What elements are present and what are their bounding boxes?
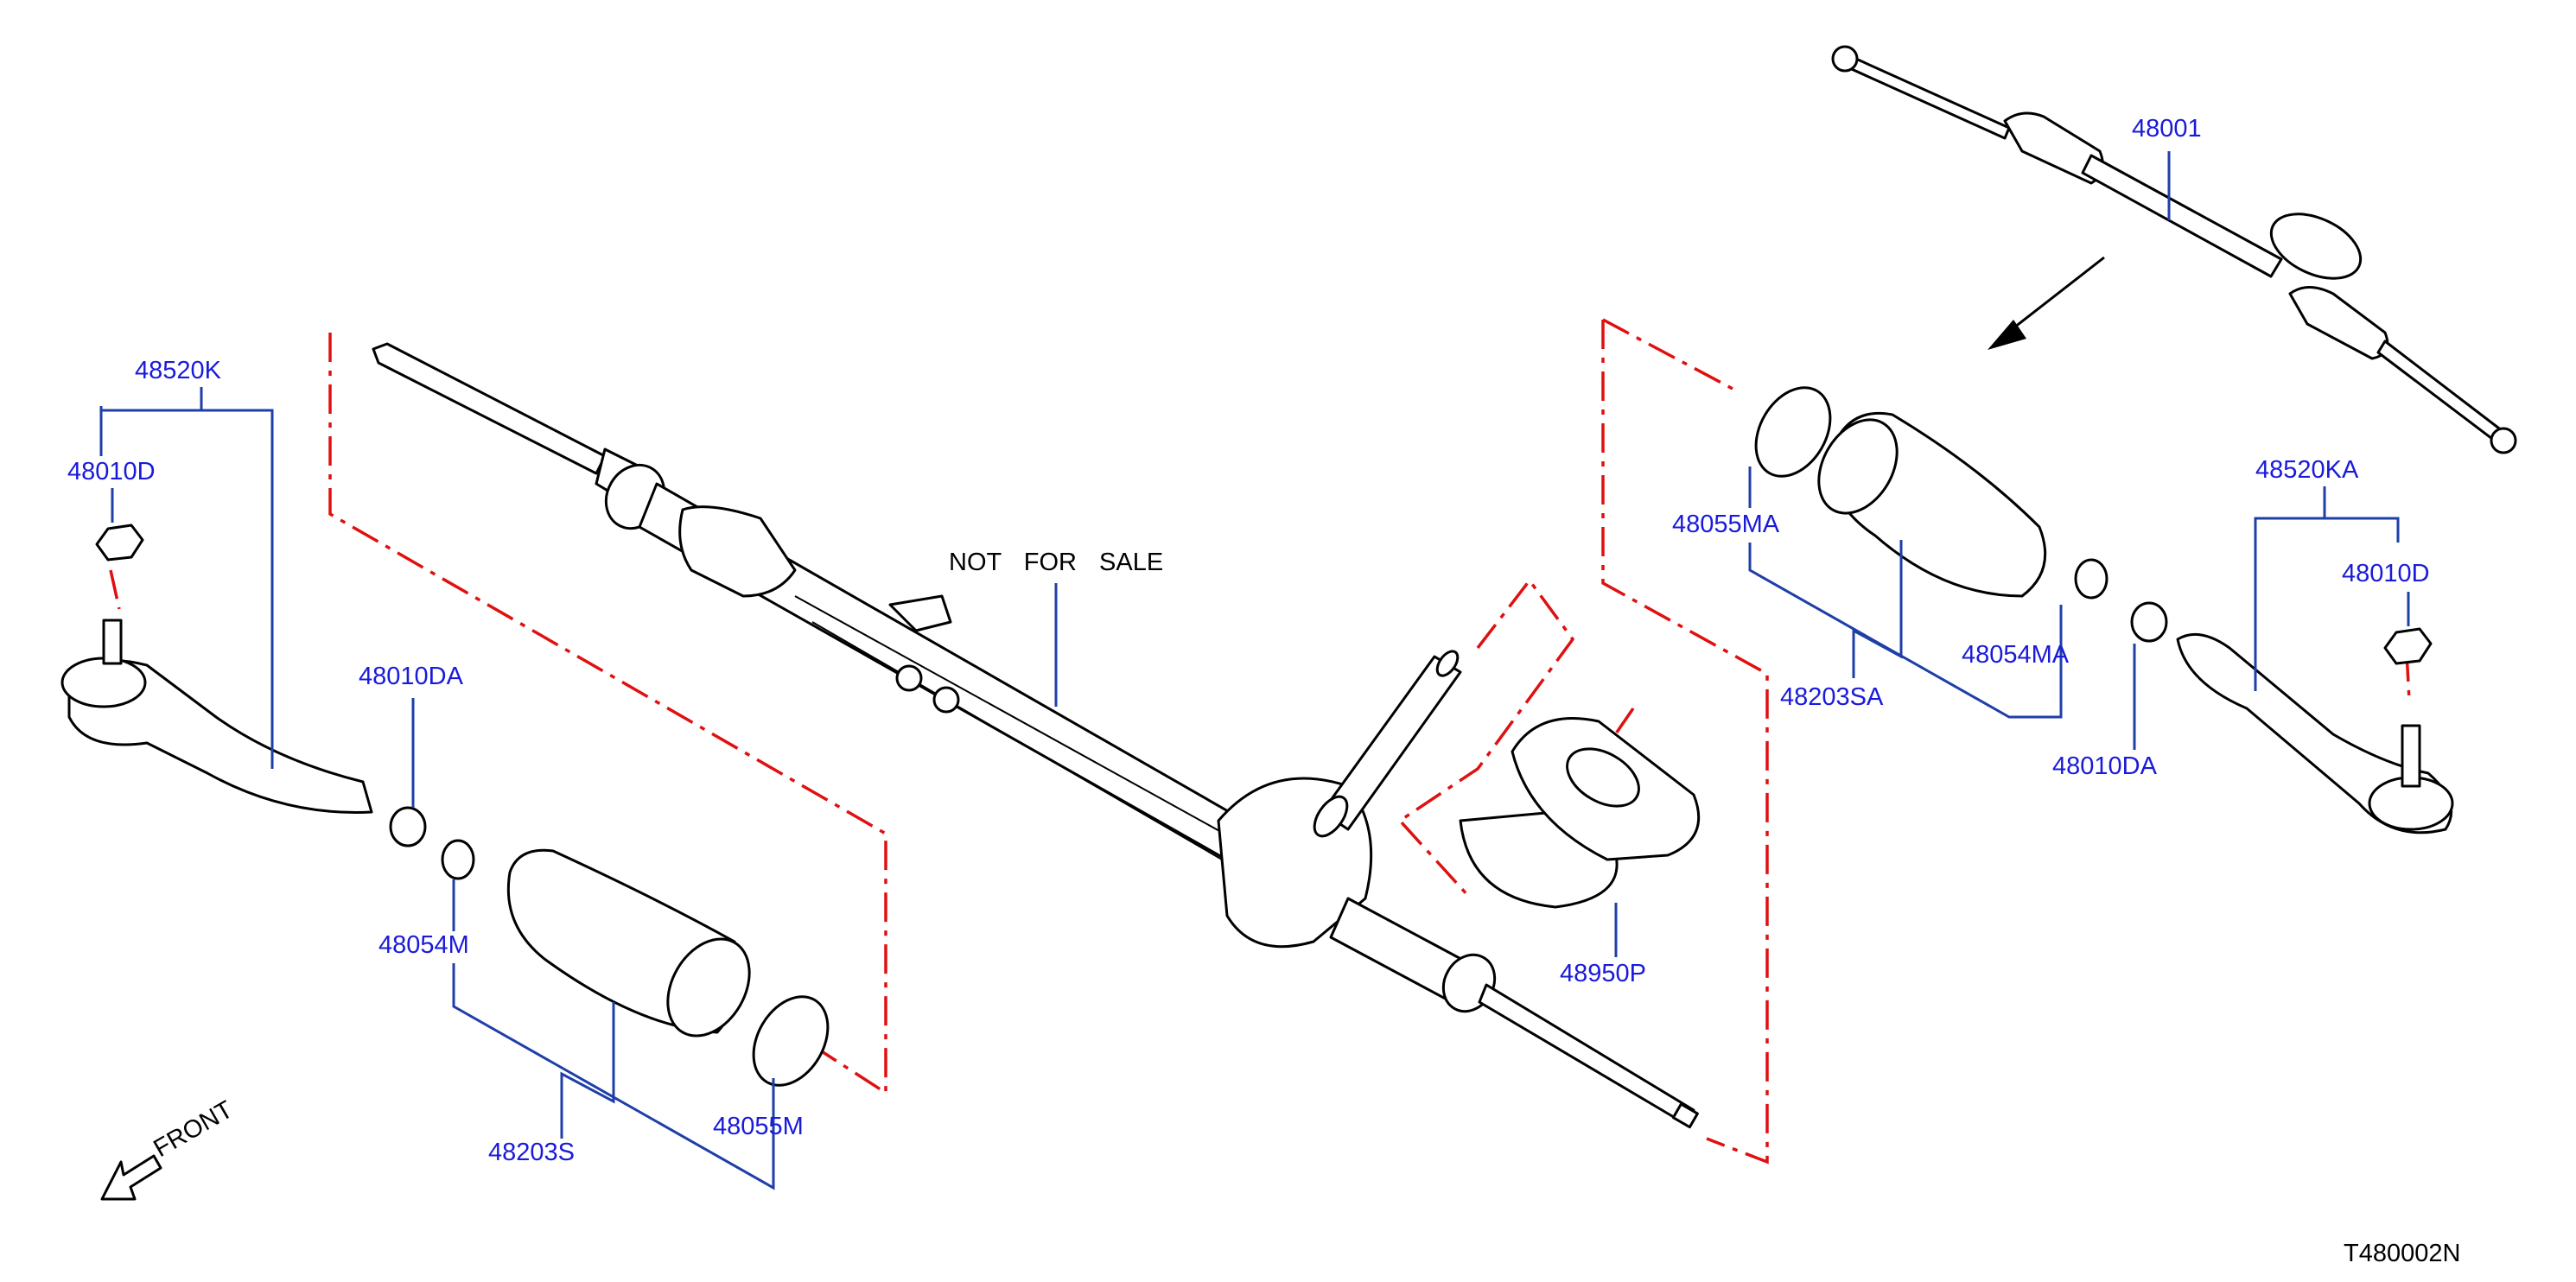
front-label: FRONT	[149, 1095, 239, 1163]
part-label-48010DA-right[interactable]: 48010DA	[2052, 752, 2158, 780]
not-for-sale-label: NOT FOR SALE	[949, 549, 1163, 576]
left-boot-mouth	[666, 937, 751, 1038]
right-boot-band-clamp-drawing	[1754, 386, 1832, 478]
left-ball-stud	[102, 619, 123, 665]
complete-rack-inset-drawing	[1831, 45, 2517, 454]
left-tie-rod-nut-drawing	[95, 524, 144, 562]
leader-48203SA	[1748, 543, 2063, 719]
phantom-outline-left-boot-group	[328, 333, 887, 1096]
right-boot-mouth	[1817, 418, 1899, 515]
right-tie-rod-end-drawing	[2176, 627, 2454, 835]
pinion-grommet-drawing	[1459, 717, 1701, 909]
rack-housing-edge-line-2	[811, 621, 1245, 873]
part-label-48054M[interactable]: 48054M	[378, 931, 469, 959]
pinion-shaft-end	[1435, 650, 1460, 677]
part-label-48520KA[interactable]: 48520KA	[2255, 456, 2359, 484]
rack-mount-bushing-2	[932, 686, 960, 714]
right-tie-rod-nut-drawing	[2383, 627, 2433, 665]
figure-code: T480002N	[2344, 1240, 2460, 1267]
inset-pinion-housing	[2269, 213, 2363, 280]
part-label-48001[interactable]: 48001	[2132, 115, 2202, 143]
left-tie-rod-end-drawing	[60, 524, 373, 814]
inset-right-ball-stud	[2490, 427, 2517, 454]
right-lock-nut-drawing	[2130, 601, 2168, 643]
part-label-48010DA-left[interactable]: 48010DA	[359, 663, 464, 690]
steering-rack-assembly-drawing	[372, 342, 1699, 1129]
right-ball-stud	[2401, 724, 2421, 788]
phantom-line-left-tie-rod-ball-stud	[109, 569, 121, 610]
grommet-inner-ring	[1566, 747, 1640, 808]
rack-housing-edge-line	[794, 595, 1280, 865]
not-for-sale-callout: NOT FOR SALE	[949, 549, 1163, 707]
left-lock-nut-drawing	[389, 806, 427, 847]
left-small-parts-drawing	[389, 806, 830, 1087]
part-label-48010D-right[interactable]: 48010D	[2342, 560, 2430, 587]
rack-housing-sleeve	[678, 505, 797, 598]
part-label-48054MA[interactable]: 48054MA	[1962, 641, 2070, 669]
inset-right-boot	[2288, 286, 2389, 360]
leader-48203SA-branch	[1852, 540, 1903, 678]
left-tie-rod-end-eye	[60, 657, 147, 708]
part-callouts: 48520K 48010D 48010DA 48054M 48203S 4805…	[67, 115, 2430, 1190]
leader-48520KA	[2254, 517, 2400, 691]
left-boot-clamp-small-drawing	[441, 839, 475, 880]
leader-48520K	[99, 406, 274, 769]
rack-mount-bracket	[888, 594, 952, 632]
part-label-48010D-left[interactable]: 48010D	[67, 458, 156, 486]
inset-left-tie-rod	[1835, 50, 2011, 140]
leader-48203S-branch	[560, 1002, 615, 1139]
phantom-line-right-boot-top	[1602, 318, 1733, 390]
part-label-48055M[interactable]: 48055M	[713, 1113, 804, 1140]
part-label-48055MA[interactable]: 48055MA	[1672, 511, 1780, 538]
right-inner-tie-rod	[1478, 983, 1695, 1127]
phantom-outline-right-boot-group	[1601, 320, 1769, 1165]
part-label-48950P[interactable]: 48950P	[1560, 960, 1646, 987]
part-label-48520K[interactable]: 48520K	[135, 357, 222, 384]
front-arrow-icon	[100, 1154, 162, 1201]
front-direction-arrow: FRONT	[100, 1095, 239, 1201]
phantom-outline-center-grommet-group	[1397, 578, 1575, 898]
right-inner-rod-end	[1671, 1102, 1699, 1129]
inset-right-tie-rod	[2376, 340, 2508, 446]
part-label-48203SA[interactable]: 48203SA	[1780, 683, 1884, 711]
right-boot-clamp-small-drawing	[2074, 558, 2109, 600]
left-tie-rod-end-body	[67, 658, 373, 814]
part-label-48203S[interactable]: 48203S	[488, 1139, 575, 1166]
rack-mount-bushing-1	[895, 664, 923, 692]
inset-rack-housing	[2081, 154, 2283, 278]
inset-direction-arrow	[1988, 256, 2105, 350]
phantom-lines	[109, 318, 2411, 1165]
inset-left-ball-stud	[1831, 45, 1859, 73]
inset-arrow-head	[1988, 320, 2026, 350]
pinion-shaft-collar	[1313, 795, 1349, 838]
left-inner-tie-rod	[372, 342, 607, 475]
right-small-parts-drawing	[1754, 386, 2168, 643]
inset-left-boot	[2003, 111, 2104, 185]
left-boot-band-clamp-drawing	[752, 995, 830, 1087]
